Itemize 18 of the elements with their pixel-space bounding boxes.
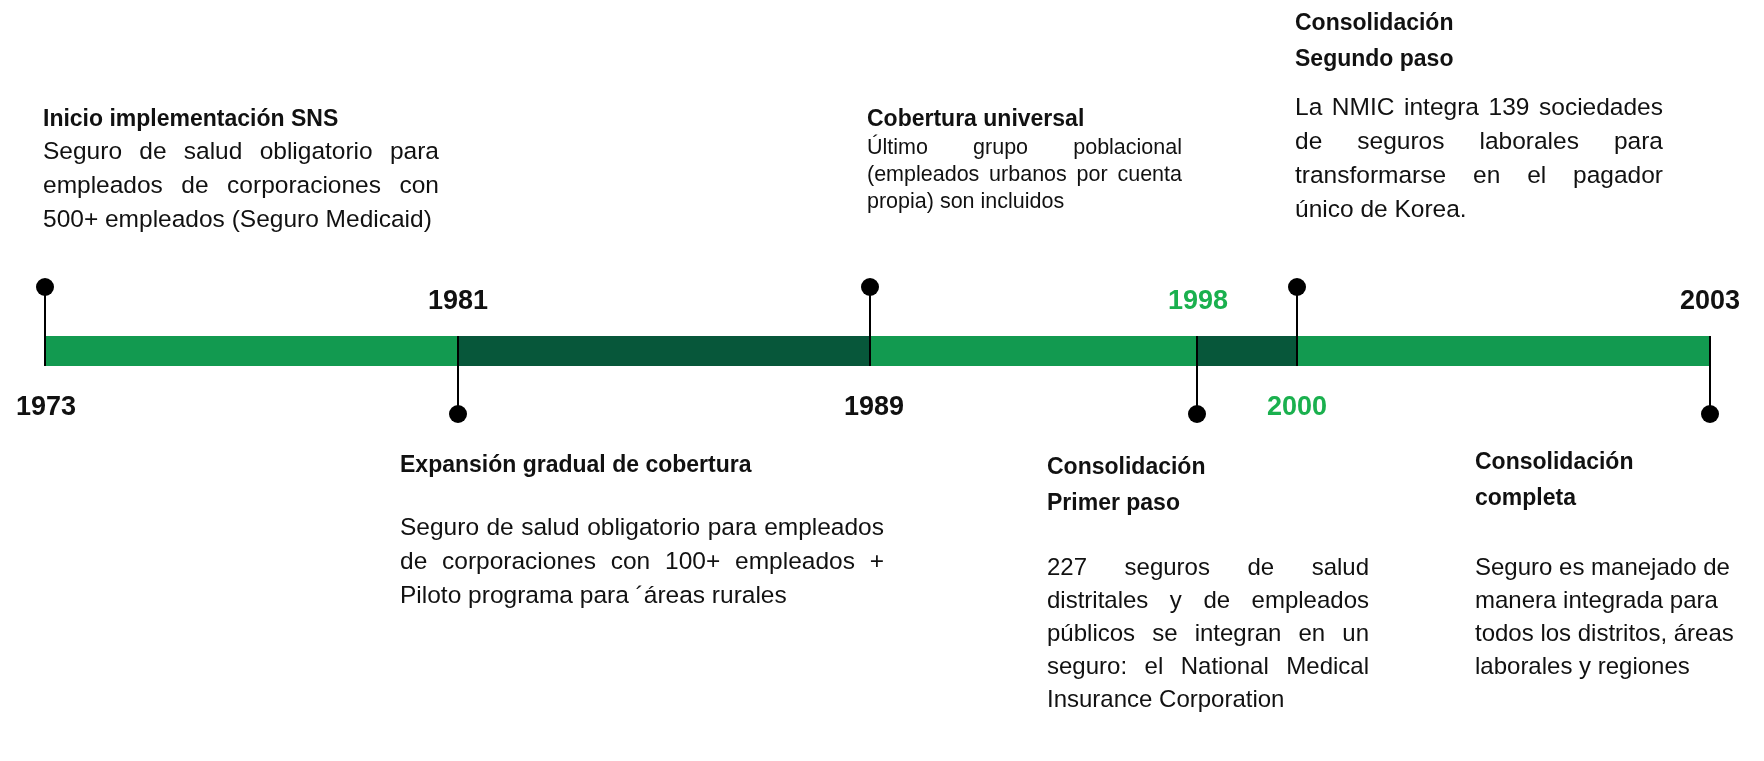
event-heading: Expansión gradual de cobertura [400,450,753,479]
year-label: 2000 [1266,390,1328,422]
year-label: 1981 [427,284,489,316]
event-heading: Consolidación completa [1475,447,1635,512]
event-description: 227 seguros de salud distritales y de empleados públicos se integran en un seguro: el National Medical Insurance Corporation [1047,552,1369,714]
event-heading: Inicio implementación SNS [43,104,340,133]
year-label: 1973 [15,390,77,422]
event-description: Último grupo poblacional (empleados urbanos por cuenta propia) son incluidos [867,134,1182,215]
event-description: Seguro de salud obligatorio para empleados de corporaciones con 500+ empleados (Seguro Medicaid) [43,136,439,234]
event-description: Seguro de salud obligatorio para empleados de corporaciones con 100+ empleados + Piloto programa para ´áreas rurales [400,512,884,610]
event-heading: Cobertura universal [867,104,1086,133]
event-heading: Consolidación Segundo paso [1295,8,1455,73]
year-label: 2003 [1679,284,1741,316]
year-label: 1989 [843,390,905,422]
event-description: La NMIC integra 139 sociedades de seguros laborales para transformarse en el pagador único de Korea. [1295,92,1663,224]
event-description: Seguro es manejado de manera integrada para todos los distritos, áreas laborales y regiones [1475,552,1735,681]
year-label: 1998 [1167,284,1229,316]
event-heading: Consolidación Primer paso [1047,452,1207,517]
